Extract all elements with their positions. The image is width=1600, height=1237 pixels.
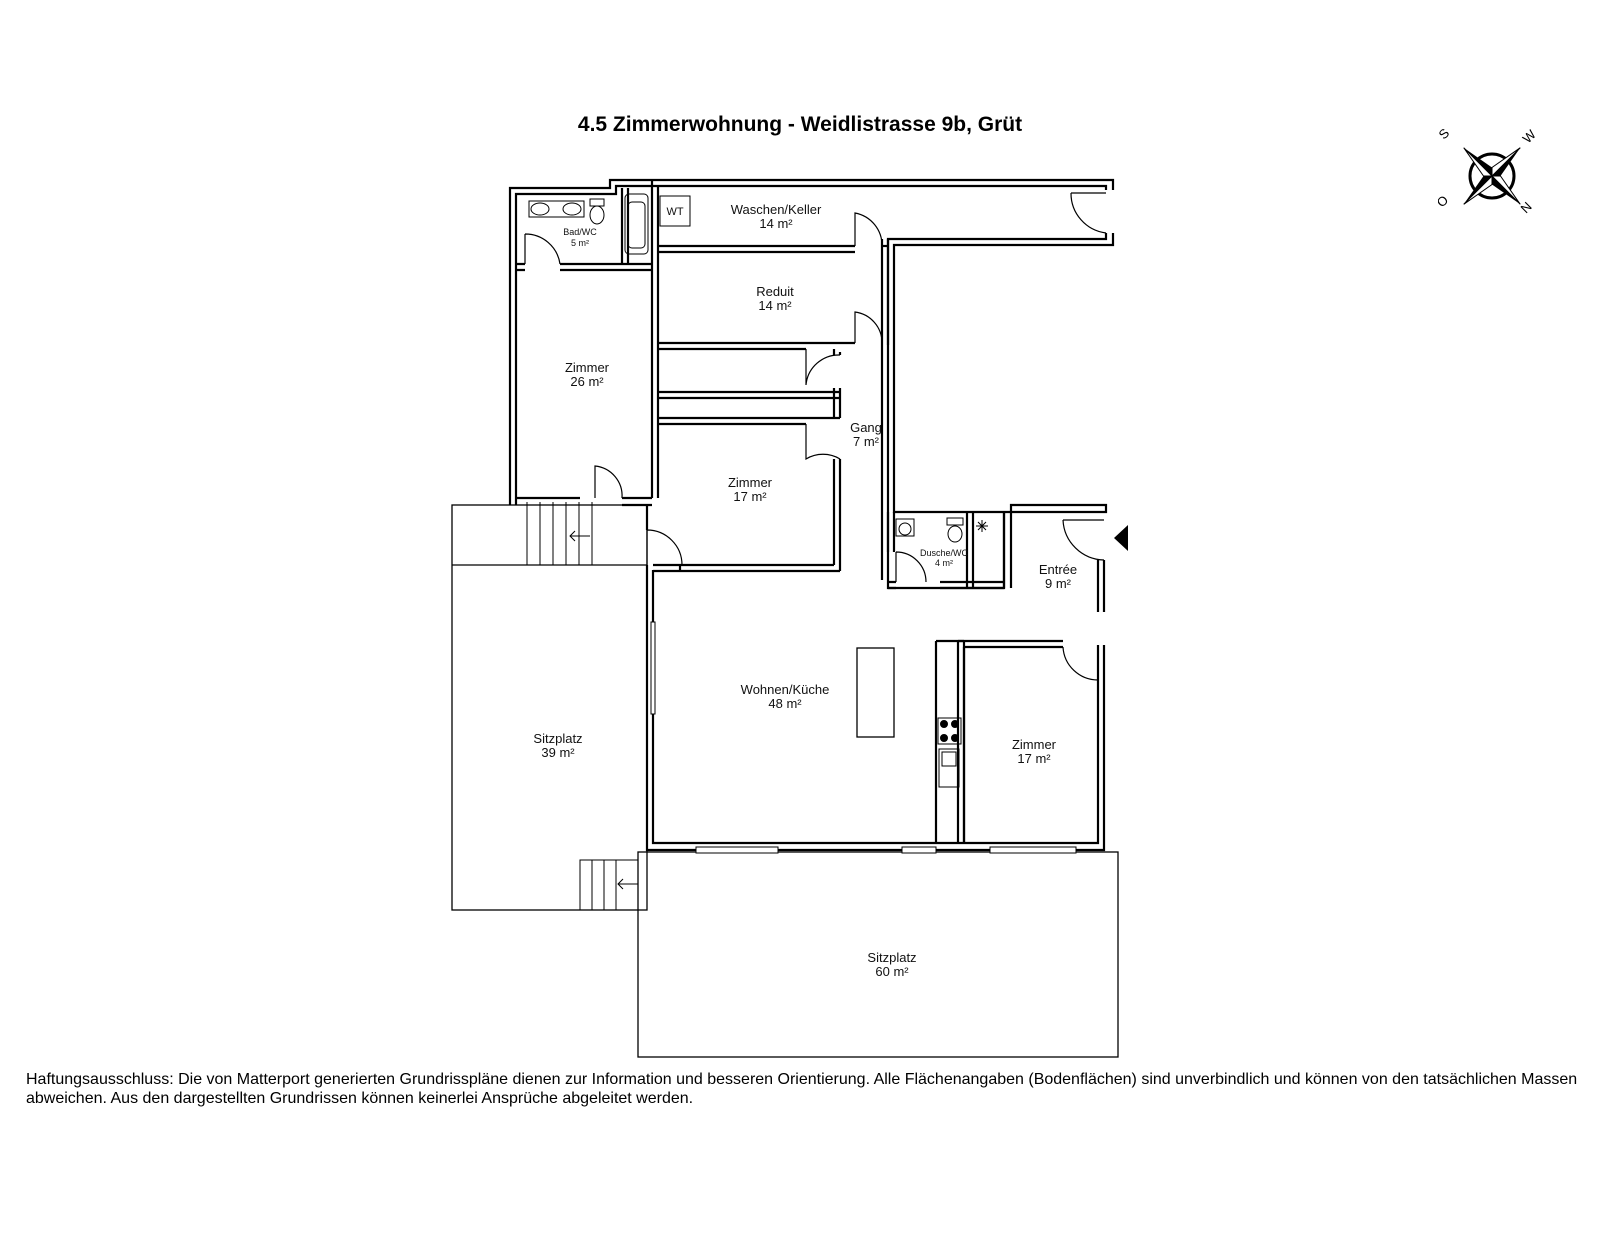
room-zimmer-17a-name: Zimmer xyxy=(728,475,773,490)
room-zimmer-17b-name: Zimmer xyxy=(1012,737,1057,752)
compass-rose-icon: S W O N xyxy=(1438,125,1539,216)
room-reduit-area: 14 m² xyxy=(758,298,792,313)
room-waschen-name: Waschen/Keller xyxy=(731,202,822,217)
room-gang-area: 7 m² xyxy=(853,434,880,449)
fixtures xyxy=(528,193,988,788)
room-wohnen-name: Wohnen/Küche xyxy=(741,682,830,697)
room-labels: Bad/WC 5 m² WT Waschen/Keller 14 m² Redu… xyxy=(533,202,1077,979)
room-zimmer-17b-area: 17 m² xyxy=(1017,751,1051,766)
entrance-marker-icon xyxy=(1114,525,1128,551)
room-entree-area: 9 m² xyxy=(1045,576,1072,591)
windows xyxy=(650,621,1077,854)
room-waschen-area: 14 m² xyxy=(759,216,793,231)
room-sitzplatz-39-name: Sitzplatz xyxy=(533,731,582,746)
room-zimmer-26-name: Zimmer xyxy=(565,360,610,375)
stairs-left xyxy=(526,502,593,565)
room-sitzplatz-39-area: 39 m² xyxy=(541,745,575,760)
room-reduit-name: Reduit xyxy=(756,284,794,299)
room-bad-wc-area: 5 m² xyxy=(571,238,589,248)
room-gang-name: Gang xyxy=(850,420,882,435)
walls xyxy=(508,178,1115,852)
plan-title: 4.5 Zimmerwohnung - Weidlistrasse 9b, Gr… xyxy=(577,113,1023,136)
room-dusche-name: Dusche/WC xyxy=(920,548,969,558)
room-zimmer-17a-area: 17 m² xyxy=(733,489,767,504)
room-zimmer-26-area: 26 m² xyxy=(570,374,604,389)
stairs-bottom xyxy=(579,859,639,911)
room-dusche-area: 4 m² xyxy=(935,558,953,568)
room-wt-label: WT xyxy=(666,206,683,218)
room-bad-wc-name: Bad/WC xyxy=(563,227,597,237)
room-entree-name: Entrée xyxy=(1039,562,1077,577)
room-wohnen-area: 48 m² xyxy=(768,696,802,711)
door-swings xyxy=(524,192,1107,681)
room-sitzplatz-60-name: Sitzplatz xyxy=(867,950,916,965)
disclaimer-text: Haftungsausschluss: Die von Matterport g… xyxy=(26,1071,1578,1107)
terrace-outlines xyxy=(451,504,1119,1058)
room-sitzplatz-60-area: 60 m² xyxy=(875,964,909,979)
